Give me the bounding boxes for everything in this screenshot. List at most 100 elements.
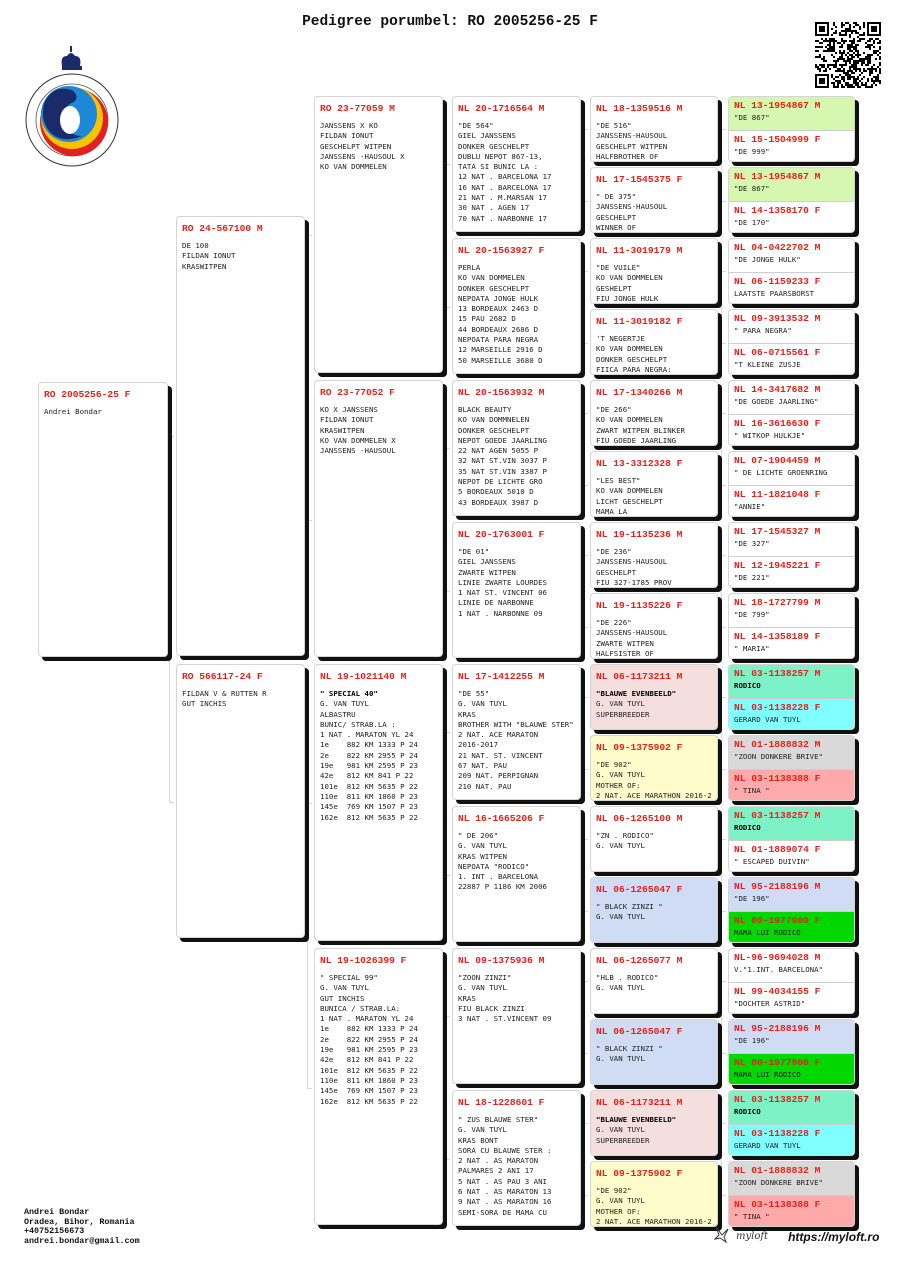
ancestor-card[interactable]: NL 06-1173211 M"BLAUWE EVENBEELD"G. VAN … (590, 1090, 718, 1156)
brand-url-link[interactable]: https://myloft.ro (788, 1229, 880, 1244)
pigeon-info-line: "DE 902" (596, 760, 632, 769)
ancestor-card[interactable]: NL 11-3019179 M"DE VUILE"KO VAN DOMMELEN… (590, 238, 718, 304)
pigeon-info-line: SUPERBREEDER (596, 709, 650, 719)
ancestor-card[interactable]: NL 04-0422702 M"DE JONGE HULK" (729, 239, 854, 272)
pigeon-info-line: PERLA (458, 263, 481, 272)
ancestor-card[interactable]: NL 01-1888832 M"ZOON DONKERE BRIVE" (729, 736, 854, 769)
ancestor-card[interactable]: NL 06-1265047 F" BLACK ZINZI "G. VAN TUY… (590, 1019, 718, 1085)
pigeon-info-line: 35 NAT ST.VIN 3387 P (458, 466, 547, 476)
ring-number: NL 03-1138388 F (734, 773, 821, 784)
ancestor-card[interactable]: NL 13-1954867 M"DE 867" (729, 168, 854, 201)
ring-number: NL 06-1265047 F (596, 884, 683, 895)
ancestor-card[interactable]: NL 99-4034155 F"DOCHTER ASTRID" (729, 982, 854, 1013)
ancestor-card[interactable]: NL 03-1138388 F" TINA " (729, 1195, 854, 1226)
ancestor-card[interactable]: NL 06-1173211 M"BLAUWE EVENBEELD"G. VAN … (590, 664, 718, 730)
ancestor-pair-card: NL 13-1954867 M"DE 867"NL 15-1504999 F"D… (728, 96, 855, 162)
ancestor-card[interactable]: NL 14-1358189 F" MARIA" (729, 627, 854, 658)
pedigree-connector (583, 413, 588, 486)
pigeon-info-line: 19e 981 KM 2595 P 23 (320, 761, 418, 771)
pigeon-info-line: PALMARES 2 ANI 17 (458, 1166, 534, 1176)
pigeon-info-line: "DE 196" (734, 894, 770, 903)
crown-icon (61, 46, 82, 70)
ancestor-card[interactable]: NL 12-1945221 F"DE 221" (729, 556, 854, 587)
breeder-email: andrei.bondar@gmail.com (24, 1235, 140, 1246)
pigeon-info-line: 67 NAT. PAU (458, 761, 507, 771)
ring-number: NL 01-1888832 M (734, 1165, 821, 1176)
qr-code-icon (815, 22, 881, 88)
pigeon-info-line: "ZOON DONKERE BRIVE" (734, 1178, 823, 1187)
pigeon-info-line: 110e 811 KM 1860 P 23 (320, 791, 418, 801)
pigeon-info-line: 22887 P 1186 KM 2006 (458, 882, 547, 892)
pigeon-info-line: KO VAN DOMMELEN (320, 162, 387, 172)
ring-number: NL 09-1375902 F (596, 1168, 683, 1179)
ancestor-card[interactable]: NL 18-1727799 M"DE 799" (729, 594, 854, 627)
ancestor-card[interactable]: NL 14-3417682 M"DE GOEDE JAARLING" (729, 381, 854, 414)
ancestor-card[interactable]: NL 15-1504999 F"DE 999" (729, 130, 854, 161)
ancestor-card[interactable]: NL 16-3616630 F" WITKOP HULKJE" (729, 414, 854, 445)
ancestor-card[interactable]: NL 06-0715561 F"T KLEINE ZUSJE (729, 343, 854, 374)
ancestor-card[interactable]: NL 06-1265077 M"HLB . RODICO"G. VAN TUYL (590, 948, 718, 1014)
ancestor-card[interactable]: NL 14-1358170 F"DE 170" (729, 201, 854, 232)
pigeon-info-line: "DE 799" (734, 610, 770, 619)
pigeon-info-line: "DE 221" (734, 573, 770, 582)
pigeon-info-line: GERARD VAN TUYL (734, 715, 801, 724)
pigeon-info-line: " WITKOP HULKJE" (734, 431, 806, 440)
pigeon-info-line: 30 NAT . AGEN 17 (458, 203, 530, 213)
ancestor-pair-card: NL 18-1727799 M"DE 799"NL 14-1358189 F" … (728, 593, 855, 659)
pigeon-info-line: KO VAN DOMMELEN (596, 415, 663, 425)
ancestor-card[interactable]: NL 95-2188196 M"DE 196" (729, 878, 854, 911)
ancestor-card[interactable]: NL 09-3913532 M" PARA NEGRA" (729, 310, 854, 343)
ancestor-card[interactable]: NL 17-1545327 M"DE 327" (729, 523, 854, 556)
ancestor-card[interactable]: NL 95-2188196 M"DE 196" (729, 1020, 854, 1053)
pigeon-info-line: JANSSENS -HAUSOUL (320, 446, 396, 456)
ancestor-card[interactable]: NL 13-3312328 F"LES BEST"KO VAN DOMMELEN… (590, 451, 718, 517)
pigeon-info-line: G. VAN TUYL (458, 699, 507, 709)
pedigree-connector (721, 129, 726, 202)
pigeon-info-line: ZWARTE WITPEN (596, 638, 654, 648)
ring-number: NL 00-1977900 F (734, 915, 821, 926)
ancestor-card[interactable]: NL 07-1904459 M" DE LICHTE GROENRING (729, 452, 854, 485)
ancestor-card[interactable]: NL 11-1821048 F"ANNIE" (729, 485, 854, 516)
ancestor-card[interactable]: NL 17-1545375 F" DE 375"JANSSENS-HAUSOUL… (590, 167, 718, 233)
ancestor-card[interactable]: NL 03-1138388 F" TINA " (729, 769, 854, 800)
ancestor-card[interactable]: NL 01-1888832 M "ZOON DONKERE BRIVE" (729, 1162, 854, 1195)
pigeon-info-line: 2e 822 KM 2955 P 24 (320, 750, 418, 760)
pigeon-info-line: DUBLU NEPOT 867-13, (458, 151, 543, 161)
ancestor-card[interactable]: NL 13-1954867 M"DE 867" (729, 97, 854, 130)
ancestor-card[interactable]: NL 01-1889074 F" ESCAPED DUIVIN" (729, 840, 854, 871)
ancestor-card[interactable]: NL 18-1228601 F" ZUS BLAUWE STER"G. VAN … (452, 1090, 581, 1226)
ancestor-card[interactable]: NL 06-1265047 F" BLACK ZINZI "G. VAN TUY… (590, 877, 718, 943)
ancestor-card[interactable]: NL 06-1265100 M"ZN . RODICO"G. VAN TUYL (590, 806, 718, 872)
